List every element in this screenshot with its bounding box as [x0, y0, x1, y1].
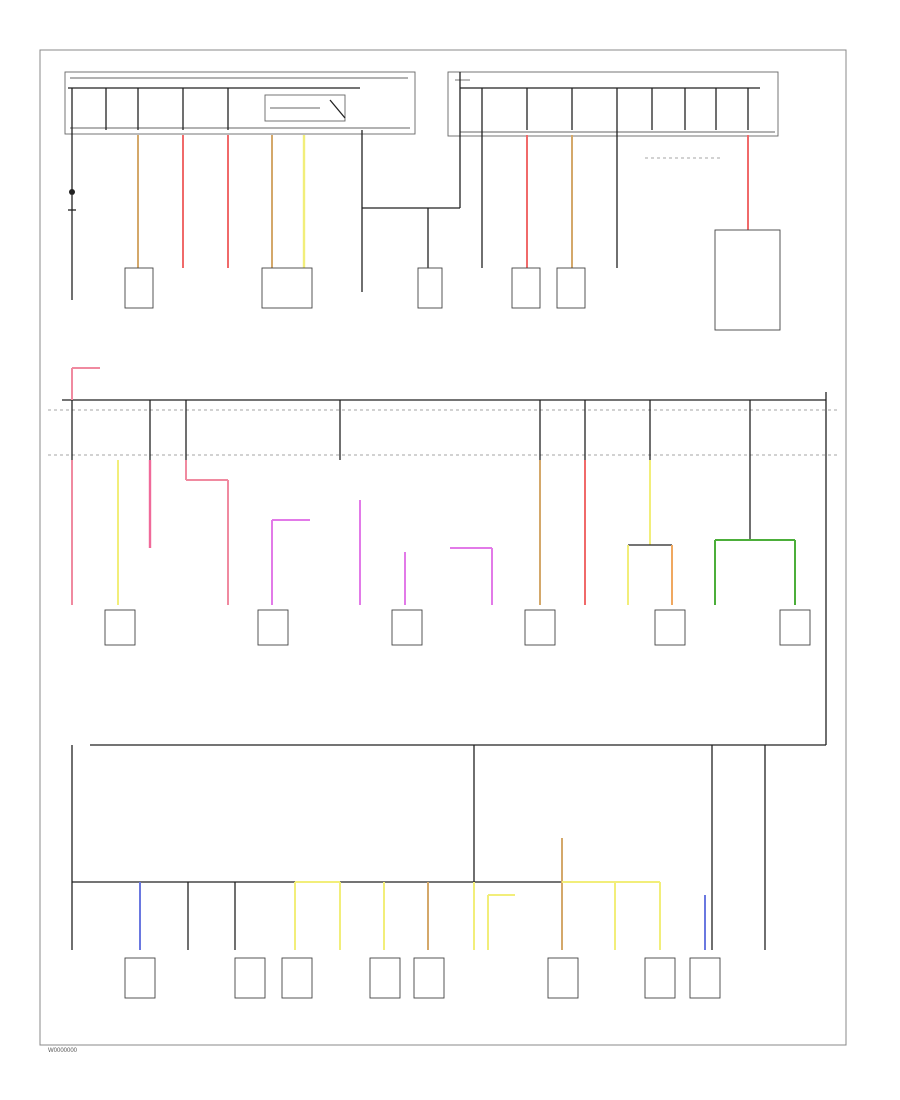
battery-relay-box	[264, 94, 346, 122]
diagram-frame	[39, 49, 847, 1046]
fuse-box-right	[447, 71, 779, 137]
bottom-fuse-section	[71, 744, 826, 999]
middle-fuse-section	[48, 367, 840, 745]
fuse-box-left	[64, 71, 416, 135]
top-fuse-section	[64, 71, 781, 331]
diagram-code: W0000000	[48, 1048, 78, 1054]
